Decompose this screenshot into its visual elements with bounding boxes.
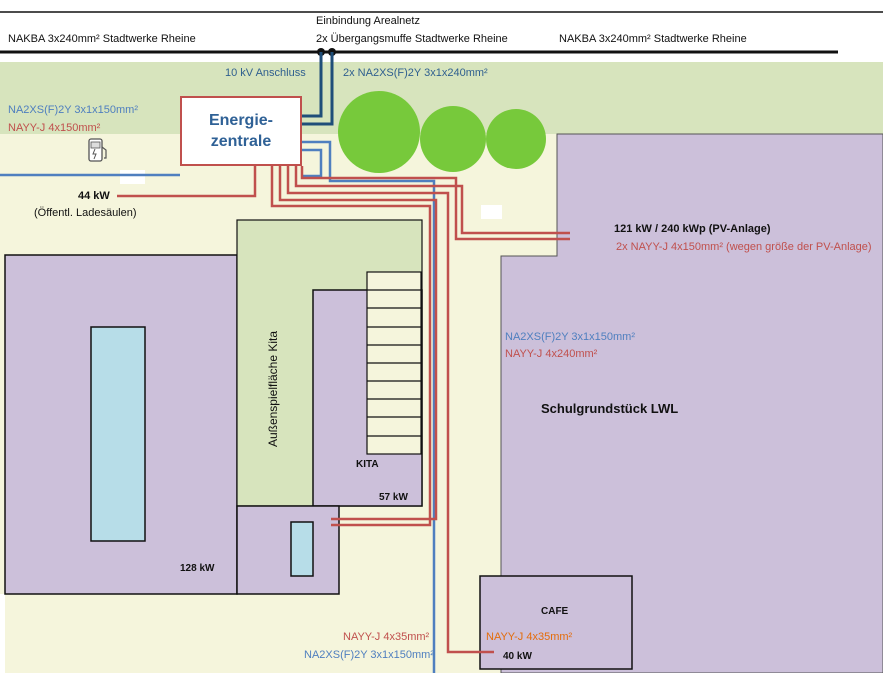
mv-cable-west-loop — [302, 148, 323, 178]
left-pool — [90, 326, 146, 542]
school-name-label: Schulgrundstück LWL — [541, 401, 679, 416]
ground-area-left-edge — [0, 134, 5, 594]
kita-play-label: Außenspielfläche Kita — [266, 330, 280, 448]
left-na2xs-label: NA2XS(F)2Y 3x1x150mm² — [8, 104, 139, 116]
tree-icon — [338, 91, 546, 173]
school-plot — [500, 133, 883, 673]
left-nayy-label: NAYY-J 4x150mm² — [8, 122, 101, 134]
mv-connection-2 — [302, 52, 334, 126]
na2xs-top-label: 2x NA2XS(F)2Y 3x1x240mm² — [343, 67, 488, 79]
lv-cable-building — [278, 166, 438, 521]
lv-cable-pv-1 — [294, 166, 570, 235]
grid-right-label: NAKBA 3x240mm² Stadtwerke Rheine — [559, 33, 747, 45]
grid-left-label: NAKBA 3x240mm² Stadtwerke Rheine — [8, 33, 196, 45]
building-kw-label: 128 kW — [180, 563, 215, 574]
school-nayy-label: NAYY-J 4x240mm² — [505, 348, 598, 360]
einbindung-title: Einbindung Arealnetz — [316, 15, 420, 27]
kita-kw-label: 57 kW — [379, 492, 408, 503]
pv-kw-label: 121 kW / 240 kWp (PV-Anlage) — [614, 223, 771, 235]
cafe-kw-label: 40 kW — [503, 651, 532, 662]
lv-cable-kita — [270, 166, 432, 527]
school-na2xs-label: NA2XS(F)2Y 3x1x150mm² — [505, 331, 636, 343]
anschluss-10kv-label: 10 kV Anschluss — [225, 67, 306, 79]
einbindung-sub: 2x Übergangsmuffe Stadtwerke Rheine — [316, 33, 508, 45]
ev-charger-icon — [88, 138, 107, 162]
bottom-nayy-orange-label: NAYY-J 4x35mm² — [486, 631, 573, 643]
cafe-building — [479, 575, 633, 670]
mv-connection-1 — [302, 52, 323, 118]
energiezentrale-label: Energie- zentrale — [208, 112, 273, 150]
middle-pool — [290, 521, 314, 577]
cafe-label: CAFE — [541, 606, 569, 617]
energiezentrale-box: Energie- zentrale — [180, 96, 302, 166]
ladesaeulen-text: (Öffentl. Ladesäulen) — [34, 207, 137, 219]
lv-cable-pv-2 — [300, 166, 570, 241]
pv-cable-label: 2x NAYY-J 4x150mm² (wegen größe der PV-A… — [616, 241, 872, 253]
middle-lower-building — [236, 505, 340, 595]
bottom-na2xs-label: NA2XS(F)2Y 3x1x150mm² — [304, 649, 435, 661]
lv-cable-ladesaeulen — [117, 166, 257, 198]
kita-label: KITA — [356, 459, 379, 470]
white-patch-1 — [481, 205, 502, 219]
white-patch-2 — [120, 170, 145, 184]
lv-cable-cafe — [286, 166, 494, 654]
mv-cable-school — [302, 140, 436, 673]
bottom-nayy-red-label: NAYY-J 4x35mm² — [343, 631, 430, 643]
kita-stairs — [366, 271, 422, 455]
ladesaeulen-kw: 44 kW — [78, 190, 110, 202]
